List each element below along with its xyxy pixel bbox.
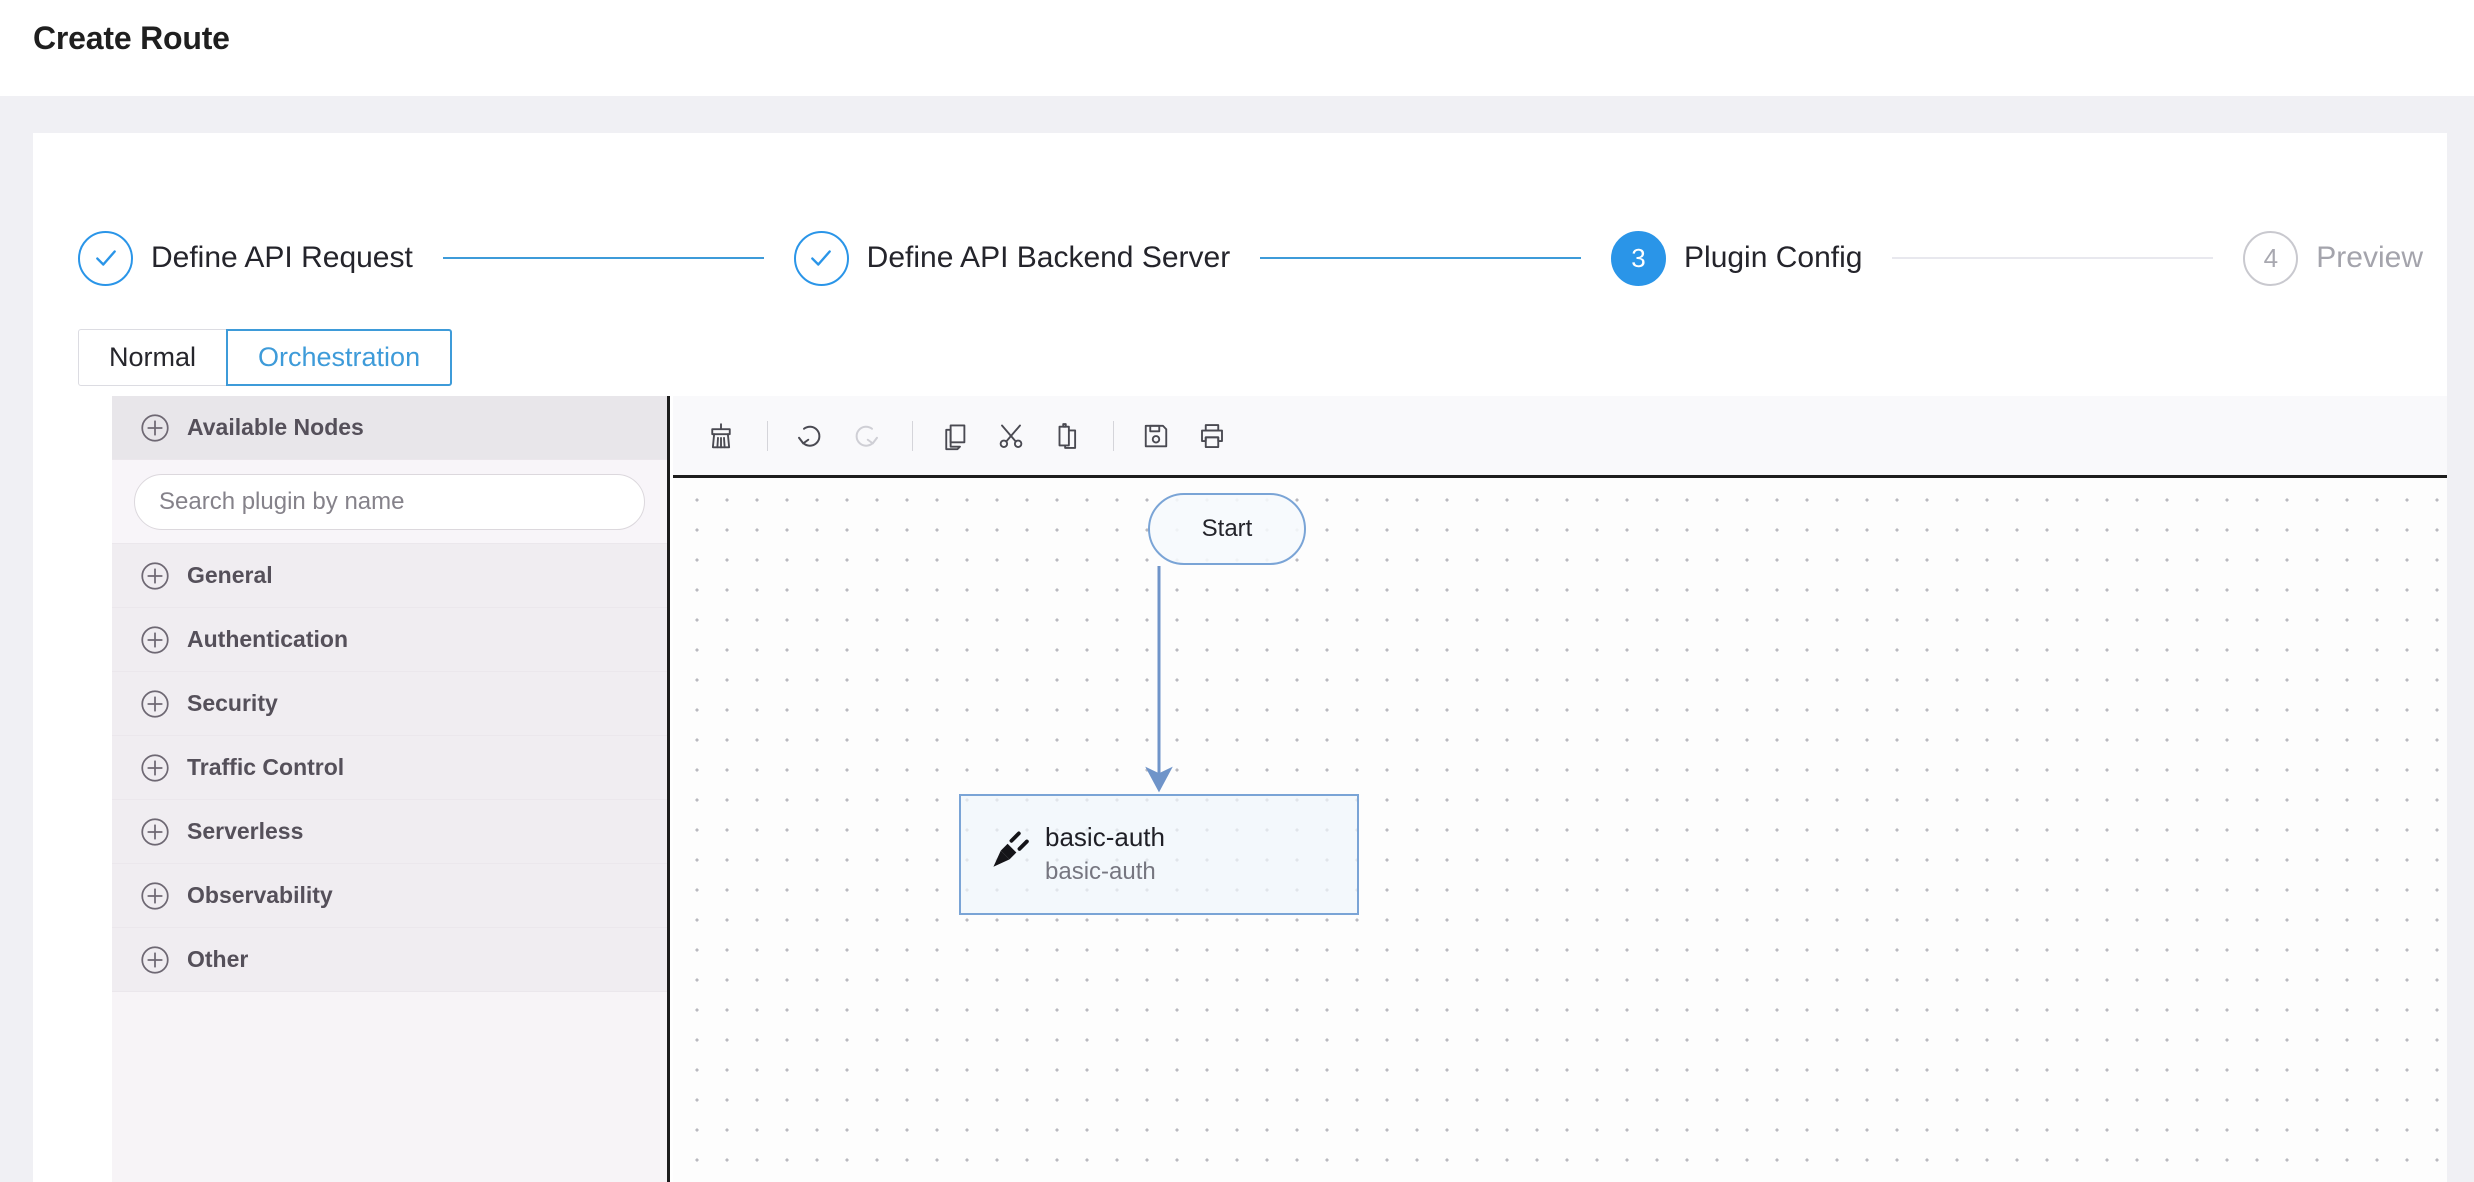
step-4-marker: 4 bbox=[2243, 230, 2299, 286]
step-connector-1 bbox=[442, 257, 764, 259]
sidebar-group-label: Other bbox=[187, 946, 249, 972]
plus-circle-icon bbox=[141, 945, 169, 974]
tab-normal[interactable]: Normal bbox=[78, 329, 228, 386]
sidebar-group-label: Serverless bbox=[187, 818, 304, 844]
flow-canvas[interactable]: Start basic-auth basic-auth bbox=[673, 478, 2447, 1182]
plus-circle-icon bbox=[141, 689, 169, 718]
orchestration-builder: Available Nodes General Auth bbox=[112, 396, 2447, 1182]
sidebar-group-label: Traffic Control bbox=[187, 754, 345, 780]
node-basic-auth-title: basic-auth bbox=[1045, 822, 1165, 852]
plus-circle-icon bbox=[141, 625, 169, 654]
step-connector-2 bbox=[1260, 257, 1582, 259]
tab-orchestration[interactable]: Orchestration bbox=[226, 329, 453, 386]
node-basic-auth[interactable]: basic-auth basic-auth bbox=[959, 794, 1359, 915]
paste-glyph bbox=[1058, 422, 1077, 449]
copy-glyph bbox=[945, 423, 966, 450]
step-2-label: Define API Backend Server bbox=[866, 241, 1231, 274]
toolbar-separator bbox=[767, 420, 768, 451]
app-header: Create Route bbox=[0, 0, 2474, 96]
print-icon[interactable] bbox=[1186, 410, 1238, 462]
undo-icon[interactable] bbox=[784, 410, 836, 462]
available-nodes-panel: Available Nodes General Auth bbox=[112, 396, 670, 1182]
save-icon[interactable] bbox=[1130, 410, 1182, 462]
flow-edges bbox=[1145, 566, 1173, 793]
sidebar-group-authentication[interactable]: Authentication bbox=[112, 608, 667, 672]
mode-tab-group: Normal Orchestration bbox=[78, 329, 453, 386]
cut-icon[interactable] bbox=[985, 410, 1037, 462]
canvas-toolbar bbox=[673, 396, 2447, 478]
sidebar-group-traffic-control[interactable]: Traffic Control bbox=[112, 736, 667, 800]
toolbar-separator bbox=[912, 420, 913, 451]
toolbar-separator bbox=[1113, 420, 1114, 451]
canvas-area: Start basic-auth basic-auth bbox=[673, 396, 2447, 1182]
plugin-plug-icon bbox=[993, 831, 1029, 867]
paste-icon[interactable] bbox=[1041, 410, 1093, 462]
step-define-api-backend-server[interactable]: Define API Backend Server bbox=[793, 230, 1231, 286]
plus-circle-icon bbox=[141, 753, 169, 782]
page-title: Create Route bbox=[33, 20, 230, 56]
sidebar-group-label: General bbox=[187, 562, 273, 588]
step-2-marker bbox=[793, 230, 849, 286]
node-start[interactable]: Start bbox=[1148, 493, 1306, 565]
search-row bbox=[112, 460, 667, 544]
step-3-marker: 3 bbox=[1611, 230, 1667, 286]
stepper: Define API Request Define API Backend Se… bbox=[78, 228, 2423, 288]
step-3-label: Plugin Config bbox=[1684, 241, 1863, 274]
redo-icon[interactable] bbox=[840, 410, 892, 462]
step-define-api-request[interactable]: Define API Request bbox=[78, 230, 413, 286]
step-1-marker bbox=[78, 230, 133, 286]
floppy-glyph bbox=[1144, 424, 1168, 447]
search-input[interactable] bbox=[134, 473, 645, 530]
node-start-label: Start bbox=[1201, 515, 1253, 542]
step-connector-3 bbox=[1892, 257, 2214, 259]
node-basic-auth-subtitle: basic-auth bbox=[1045, 858, 1156, 885]
sidebar-group-label: Authentication bbox=[187, 626, 348, 652]
undo-glyph bbox=[798, 425, 821, 447]
plus-circle-icon bbox=[141, 881, 169, 910]
sidebar-group-observability[interactable]: Observability bbox=[112, 864, 667, 928]
step-preview[interactable]: 4 Preview bbox=[2243, 230, 2423, 286]
sidebar-group-other[interactable]: Other bbox=[112, 928, 667, 992]
copy-icon[interactable] bbox=[929, 410, 981, 462]
redo-glyph bbox=[855, 425, 878, 447]
panel-header-available-nodes[interactable]: Available Nodes bbox=[112, 396, 667, 460]
plus-circle-icon bbox=[141, 817, 169, 846]
step-4-label: Preview bbox=[2316, 241, 2423, 274]
sidebar-group-general[interactable]: General bbox=[112, 544, 667, 608]
plus-circle-icon bbox=[141, 413, 169, 442]
sidebar-group-label: Security bbox=[187, 690, 278, 716]
plus-circle-icon bbox=[141, 561, 169, 590]
sidebar-group-security[interactable]: Security bbox=[112, 672, 667, 736]
step-plugin-config[interactable]: 3 Plugin Config bbox=[1611, 230, 1863, 286]
printer-glyph bbox=[1201, 423, 1223, 448]
sidebar-group-serverless[interactable]: Serverless bbox=[112, 800, 667, 864]
panel-header-label: Available Nodes bbox=[187, 414, 364, 440]
check-icon bbox=[811, 250, 832, 266]
sidebar-group-label: Observability bbox=[187, 882, 333, 908]
clear-icon[interactable] bbox=[695, 410, 747, 462]
step-1-label: Define API Request bbox=[151, 241, 413, 274]
content-card: Define API Request Define API Backend Se… bbox=[33, 133, 2447, 1182]
check-icon bbox=[95, 250, 116, 266]
scissors-glyph bbox=[999, 424, 1023, 448]
broom-glyph bbox=[711, 422, 731, 448]
